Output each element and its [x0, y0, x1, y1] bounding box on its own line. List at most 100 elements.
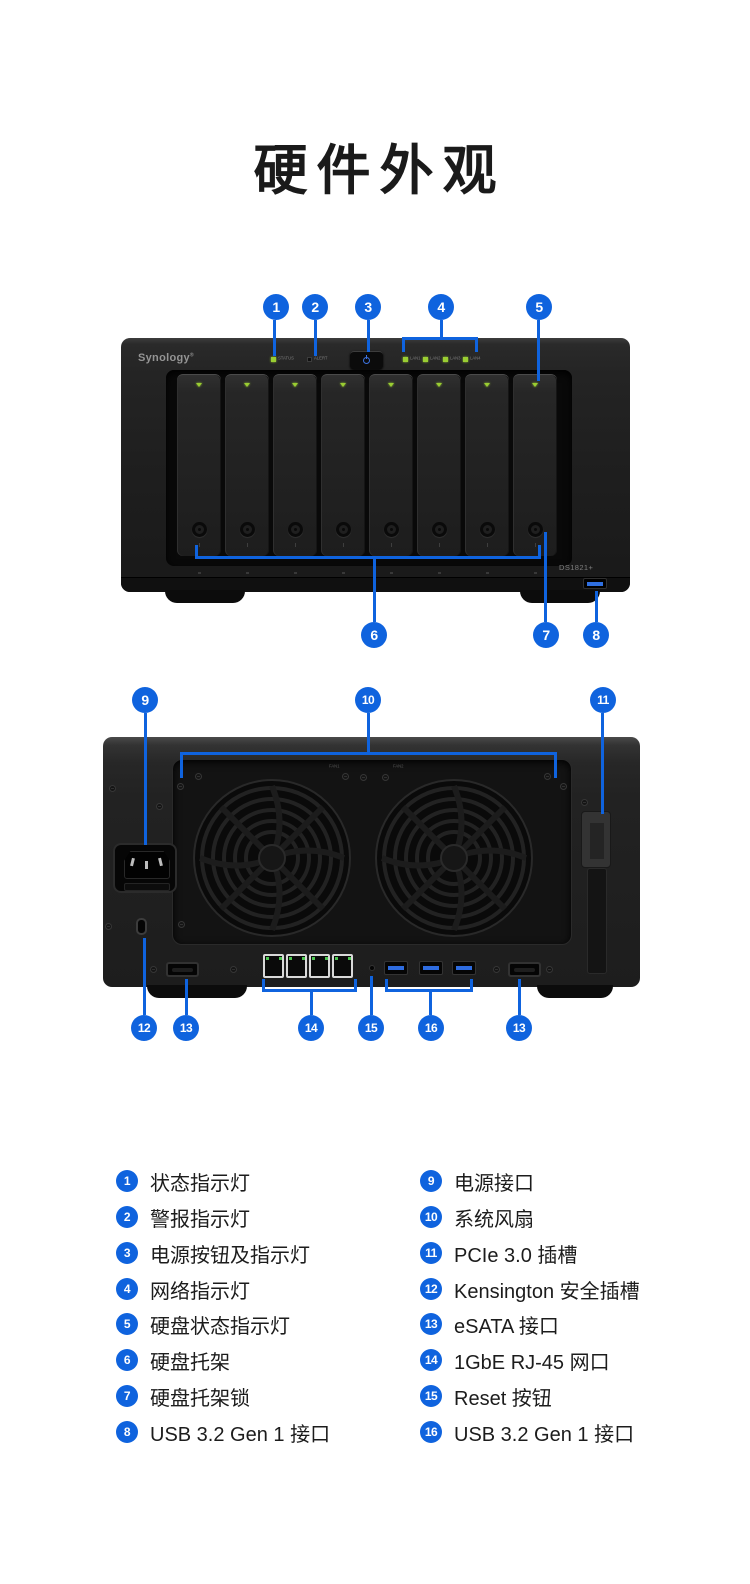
power-button [350, 351, 383, 369]
callout-line-10 [180, 752, 183, 778]
callout-line-6 [538, 545, 541, 559]
callout-line-13b [518, 979, 521, 1015]
callout-line-4 [440, 320, 443, 339]
callout-15: 15 [358, 1015, 384, 1041]
kensington-slot [136, 918, 147, 935]
callout-line-6 [195, 545, 198, 559]
callout-line-2 [314, 320, 317, 356]
drive-tray-8 [513, 374, 557, 556]
nas-back-view: FAN1 FAN2 [103, 737, 640, 1003]
drive-tray-3 [273, 374, 317, 556]
callout-line-10 [367, 713, 370, 755]
callout-line-4 [402, 337, 405, 352]
callout-line-16 [470, 979, 473, 992]
callout-7: 7 [533, 622, 559, 648]
callout-line-14 [354, 979, 357, 992]
fan1-label: FAN1 [329, 764, 340, 770]
alert-led-label: ALERT [314, 356, 328, 362]
synology-logo: Synology® [138, 352, 194, 364]
tray-lock-icon [287, 522, 303, 537]
callout-line-14 [262, 989, 357, 992]
callout-line-4 [402, 337, 478, 340]
pcie-slot [587, 868, 607, 974]
callout-14: 14 [298, 1015, 324, 1041]
lan3-led-label: LAN3 [449, 356, 461, 362]
lan-port-1 [263, 954, 284, 978]
foot [165, 590, 245, 603]
esata-port-1 [166, 962, 199, 977]
drive-led-icon [388, 383, 394, 387]
callout-12: 12 [131, 1015, 157, 1041]
lan-port-2 [286, 954, 307, 978]
drive-tray-4 [321, 374, 365, 556]
callout-line-1 [273, 320, 276, 356]
usb-port-3 [452, 961, 476, 975]
callout-line-4 [475, 337, 478, 352]
callout-13: 13 [173, 1015, 199, 1041]
legend-badge: 1 [116, 1170, 138, 1192]
callout-line-16 [429, 989, 432, 1015]
drive-led-icon [532, 383, 538, 387]
callout-10: 10 [355, 687, 381, 713]
callout-line-8 [595, 591, 598, 622]
lan-port-3 [309, 954, 330, 978]
usb-port-1 [384, 961, 408, 975]
tray-lock-icon [479, 522, 495, 537]
callout-line-5 [537, 320, 540, 381]
callout-line-12 [143, 938, 146, 1015]
lan-port-4 [332, 954, 353, 978]
status-led [271, 357, 276, 362]
alert-led [307, 357, 312, 362]
callout-line-10 [554, 752, 557, 778]
status-led-label: STATUS [278, 356, 294, 362]
callout-3: 3 [355, 294, 381, 320]
reset-pinhole [369, 965, 375, 971]
callout-line-6 [195, 556, 541, 559]
nas-front-view: Synology® STATUS ALERT LAN1 LAN2 LAN3 LA… [121, 338, 630, 608]
lan4-led-label: LAN4 [469, 356, 481, 362]
front-usb-port [583, 578, 607, 589]
fan-2 [375, 779, 533, 937]
callout-2: 2 [302, 294, 328, 320]
drive-led-icon [340, 383, 346, 387]
callout-line-3 [367, 320, 370, 352]
tray-lock-icon [431, 522, 447, 537]
callout-6: 6 [361, 622, 387, 648]
drive-led-icon [196, 383, 202, 387]
drive-led-icon [436, 383, 442, 387]
lan1-led [403, 357, 408, 362]
callout-line-6 [373, 556, 376, 622]
pcie-latch [581, 811, 611, 868]
lan3-led [443, 357, 448, 362]
callout-line-7 [544, 532, 547, 622]
lan4-led [463, 357, 468, 362]
fan2-label: FAN2 [393, 764, 404, 770]
callout-5: 5 [526, 294, 552, 320]
callout-8: 8 [583, 622, 609, 648]
callout-11: 11 [590, 687, 616, 713]
page-title: 硬件外观 [253, 141, 506, 201]
lan1-led-label: LAN1 [409, 356, 421, 362]
lan2-led-label: LAN2 [429, 356, 441, 362]
callout-line-10 [180, 752, 557, 755]
tray-lock-icon [335, 522, 351, 537]
fan-1 [193, 779, 351, 937]
foot [520, 590, 600, 603]
tray-lock-icon [239, 522, 255, 537]
